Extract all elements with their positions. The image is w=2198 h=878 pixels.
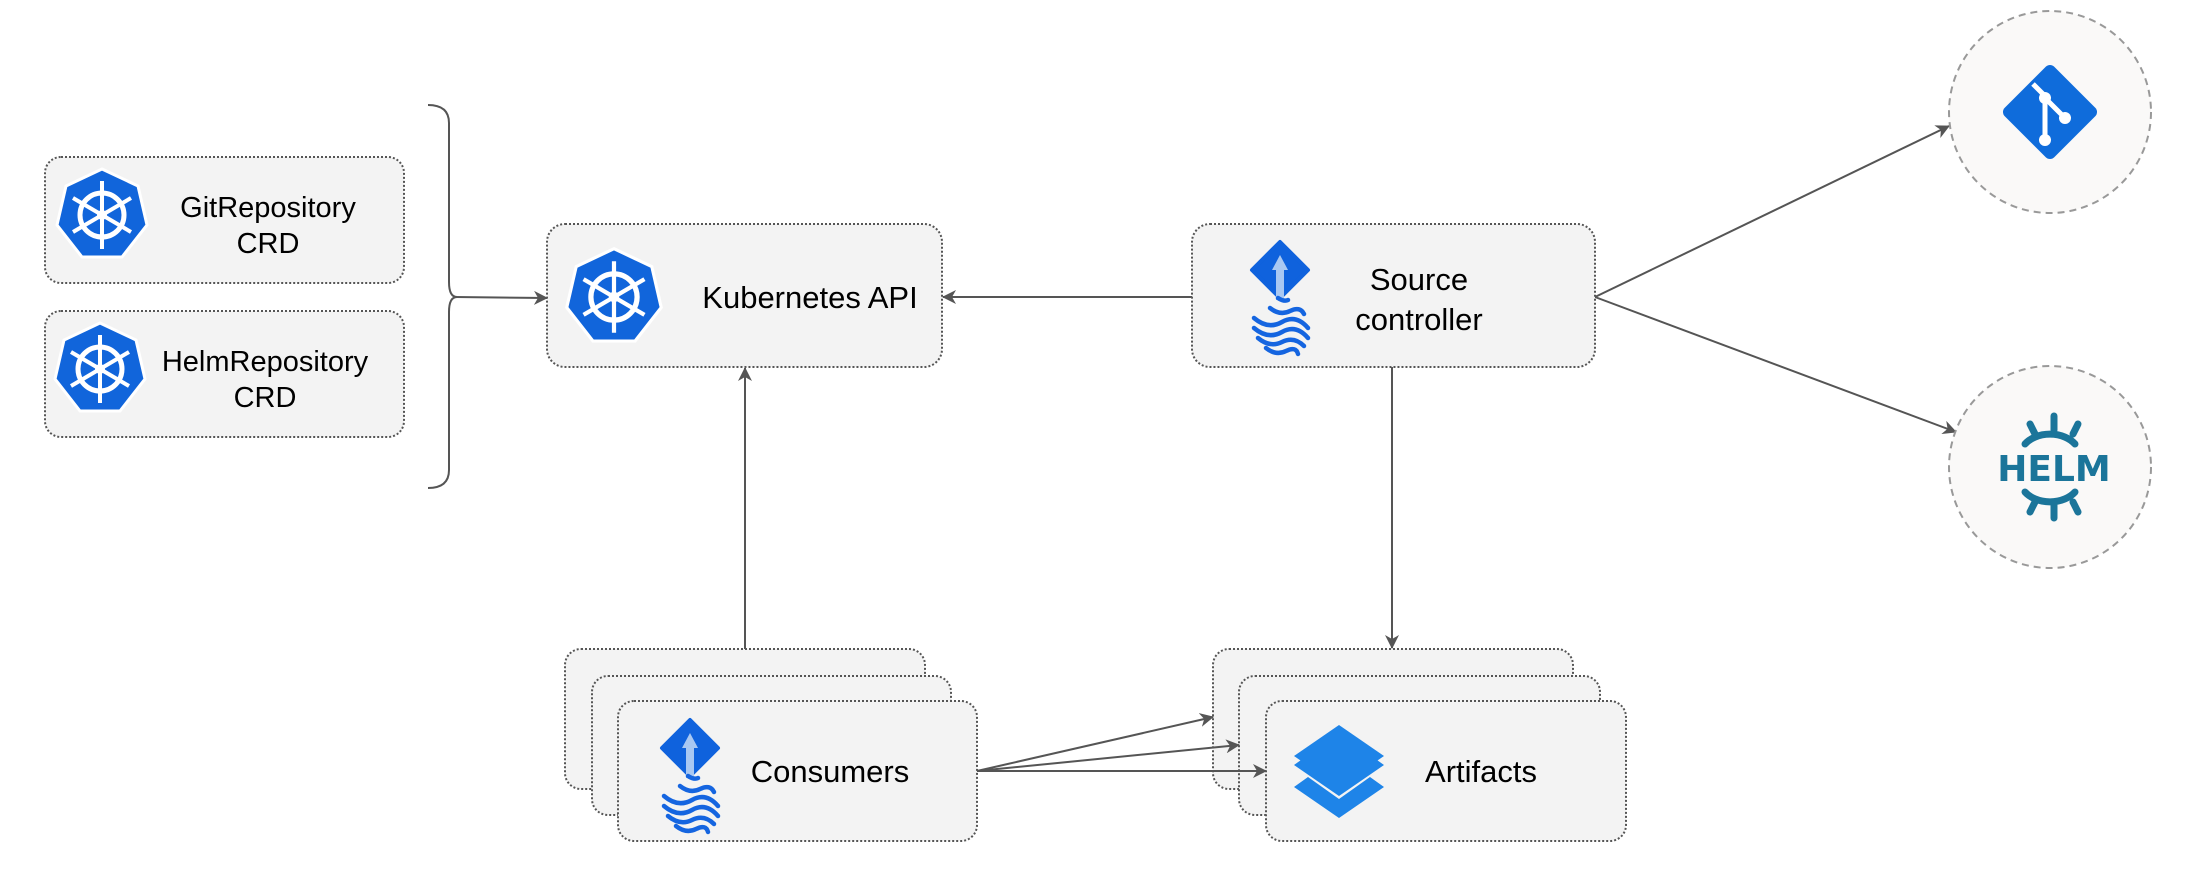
node-label: GitRepository <box>180 192 356 224</box>
node-label: Source <box>1370 262 1468 297</box>
helm-repository-crd-node[interactable]: HelmRepository CRD <box>44 310 405 438</box>
edge-source-controller-to-helm <box>1594 296 1957 435</box>
edge-consumers-to-artifacts <box>976 739 1240 772</box>
git-node[interactable] <box>1948 10 2152 214</box>
edge-consumers-to-artifacts <box>976 713 1214 772</box>
node-label: CRD <box>234 382 297 414</box>
node-label: controller <box>1355 302 1483 337</box>
consumers-node[interactable]: Consumers <box>564 648 978 842</box>
git-icon <box>2002 64 2098 160</box>
helm-icon <box>2021 412 2082 522</box>
kubernetes-api-node[interactable]: Kubernetes API <box>546 223 943 368</box>
node-label: Artifacts <box>1425 754 1537 789</box>
layers-icon <box>1294 725 1384 818</box>
edge-crds-to-kubernetes-api <box>454 290 548 305</box>
artifacts-node[interactable]: Artifacts <box>1212 648 1627 842</box>
git-repository-crd-node[interactable]: GitRepository CRD <box>44 156 405 284</box>
node-label: Consumers <box>751 754 910 789</box>
source-controller-node[interactable]: Source controller <box>1191 223 1596 368</box>
node-label: Kubernetes API <box>702 280 917 315</box>
node-label: CRD <box>237 228 300 260</box>
edge-source-controller-to-git <box>1594 125 1950 298</box>
brace-bracket <box>427 104 458 489</box>
helm-logo-text: HELM <box>1997 449 2110 490</box>
helm-node[interactable]: HELM <box>1948 365 2152 569</box>
node-label: HelmRepository <box>162 346 369 378</box>
